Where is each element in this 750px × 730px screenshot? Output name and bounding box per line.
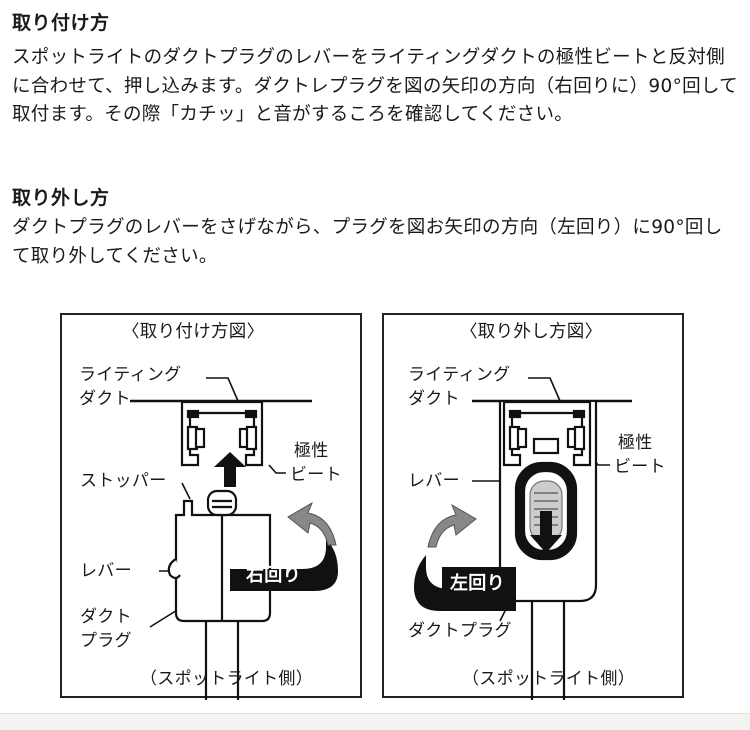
install-instructions: スポットライトのダクトプラグのレバーをライティングダクトの極性ビートと反対側に合… — [12, 47, 738, 125]
remove-footer: （スポットライト側） — [462, 669, 635, 689]
install-diagram: 〈取り付け方図〉 ライティング ダクト ストッパー 極性 ビート レバー 右回り… — [60, 313, 362, 700]
install-polarity-label: 極性 — [294, 441, 329, 461]
counterclockwise-label: 左回り — [450, 573, 505, 594]
remove-plug-label: ダクトプラグ — [408, 621, 512, 641]
lighting-duct-rail — [180, 400, 264, 467]
remove-diagram: 〈取り外し方図〉 ライティング ダクト 極性 ビート レバー 左回り ダクトプラ… — [382, 313, 684, 700]
remove-duct-label: ライティング — [408, 365, 511, 385]
install-plug-label-2: プラグ — [80, 631, 132, 651]
remove-lever-label: レバー — [408, 471, 460, 491]
remove-diagram-title: 〈取り外し方図〉 — [460, 322, 603, 342]
remove-instructions: ダクトプラグのレバーをさげながら、プラグを図お矢印の方向（左回り）に90°回して… — [12, 217, 723, 267]
install-footer: （スポットライト側） — [140, 669, 313, 689]
remove-polarity-label-2: ビート — [614, 457, 666, 477]
rotation-band — [230, 539, 338, 591]
install-duct-label-2: ダクト — [79, 389, 131, 409]
install-plug-label: ダクト — [80, 607, 132, 627]
remove-diagram-drawing — [414, 377, 632, 700]
install-diagram-title: 〈取り付け方図〉 — [122, 322, 265, 342]
install-polarity-label-2: ビート — [290, 465, 342, 485]
remove-polarity-label: 極性 — [618, 433, 653, 453]
page-bottom-strip — [0, 713, 750, 730]
install-lever-label: レバー — [80, 561, 132, 581]
rotate-counterclockwise-icon — [427, 503, 477, 548]
remove-heading: 取り外し方 — [12, 187, 110, 209]
arrow-up-icon — [214, 452, 246, 487]
arrow-down-icon — [530, 511, 562, 553]
stopper-label: ストッパー — [80, 471, 167, 491]
install-duct-label: ライティング — [79, 365, 182, 385]
install-heading: 取り付け方 — [12, 12, 110, 34]
lighting-duct-rail — [502, 400, 592, 467]
clockwise-label: 右回り — [246, 565, 301, 586]
remove-duct-label-2: ダクト — [408, 389, 460, 409]
install-diagram-drawing — [130, 377, 338, 700]
rotate-clockwise-icon — [287, 501, 337, 546]
